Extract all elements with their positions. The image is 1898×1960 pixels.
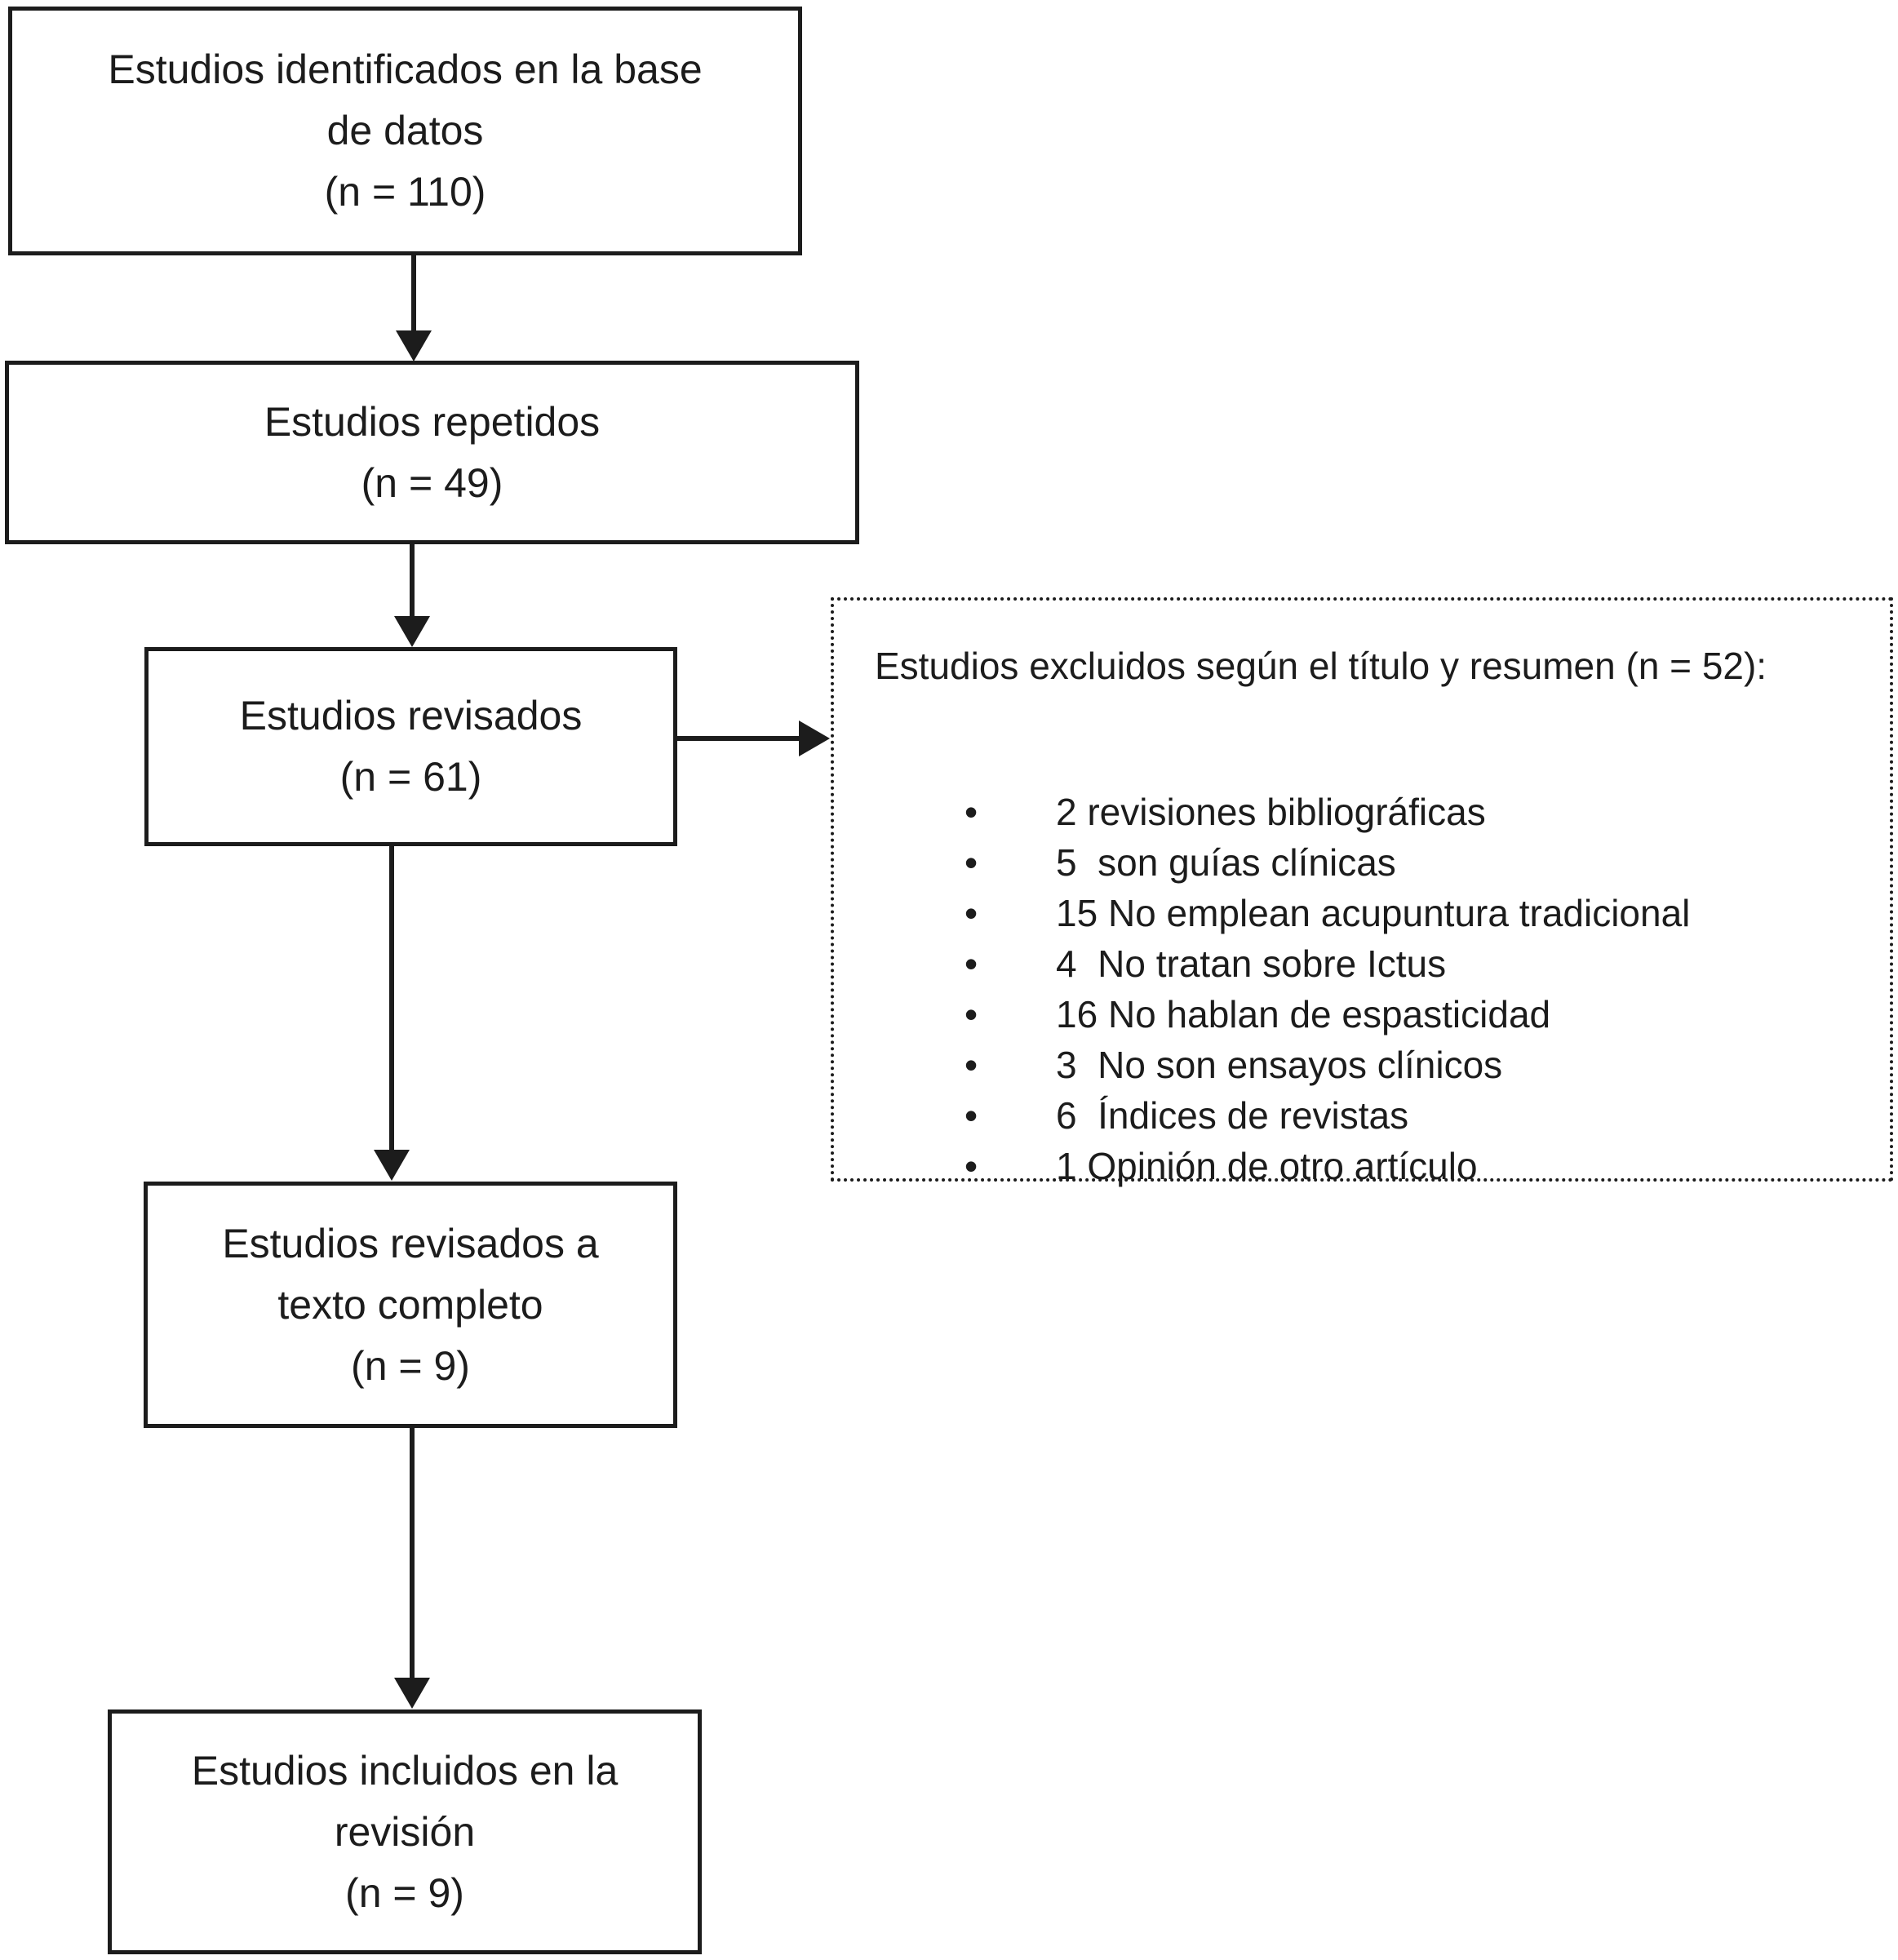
box-fulltext-reviewed-studies: Estudios revisados a texto completo (n =…	[144, 1182, 677, 1428]
box-included-line2: revisión	[334, 1808, 476, 1855]
excluded-item: 15 No emplean acupuntura tradicional	[834, 888, 1890, 938]
excluded-reasons-list: 2 revisiones bibliográficas 5 son guías …	[834, 787, 1890, 1191]
arrow-reviewed-to-excluded-head-icon	[799, 721, 830, 756]
excluded-item: 16 No hablan de espasticidad	[834, 989, 1890, 1040]
box-repeated-line1: Estudios repetidos	[264, 398, 601, 445]
box-included-line1: Estudios incluidos en la	[191, 1747, 619, 1794]
box-identified-line1: Estudios identificados en la base	[108, 47, 703, 92]
box-reviewed-count: (n = 61)	[339, 754, 482, 800]
box-identified-studies: Estudios identificados en la base de dat…	[8, 7, 802, 255]
arrow-reviewed-to-fulltext-stem	[389, 846, 394, 1153]
excluded-item: 4 No tratan sobre Ictus	[834, 938, 1890, 989]
box-fulltext-line1: Estudios revisados a	[222, 1220, 599, 1266]
box-included-studies: Estudios incluidos en la revisión (n = 9…	[108, 1709, 702, 1954]
arrow-reviewed-to-fulltext-head-icon	[374, 1150, 410, 1181]
box-reviewed-studies: Estudios revisados (n = 61)	[144, 647, 677, 846]
arrow-fulltext-to-included-head-icon	[394, 1678, 430, 1709]
arrow-repeated-to-reviewed-head-icon	[394, 616, 430, 647]
arrow-reviewed-to-excluded-stem	[677, 736, 801, 741]
box-fulltext-line2: texto completo	[277, 1281, 543, 1328]
box-fulltext-count: (n = 9)	[351, 1342, 470, 1389]
box-identified-count: (n = 110)	[324, 169, 486, 215]
box-repeated-count: (n = 49)	[361, 459, 503, 506]
excluded-item: 5 son guías clínicas	[834, 837, 1890, 888]
arrow-fulltext-to-included-stem	[410, 1428, 415, 1681]
box-repeated-studies: Estudios repetidos (n = 49)	[5, 361, 859, 544]
excluded-item: 1 Opinión de otro artículo	[834, 1141, 1890, 1191]
arrow-repeated-to-reviewed-stem	[410, 544, 415, 619]
excluded-item: 6 Índices de revistas	[834, 1090, 1890, 1141]
excluded-item: 2 revisiones bibliográficas	[834, 787, 1890, 837]
box-reviewed-line1: Estudios revisados	[239, 693, 583, 738]
box-included-count: (n = 9)	[345, 1869, 464, 1916]
box-excluded-studies: Estudios excluidos según el título y res…	[831, 597, 1893, 1191]
excluded-title: Estudios excluidos según el título y res…	[875, 645, 1767, 687]
excluded-item: 3 No son ensayos clínicos	[834, 1040, 1890, 1090]
arrow-identified-to-repeated-head-icon	[396, 330, 432, 361]
box-identified-line2: de datos	[326, 108, 484, 153]
arrow-identified-to-repeated-stem	[411, 255, 416, 333]
